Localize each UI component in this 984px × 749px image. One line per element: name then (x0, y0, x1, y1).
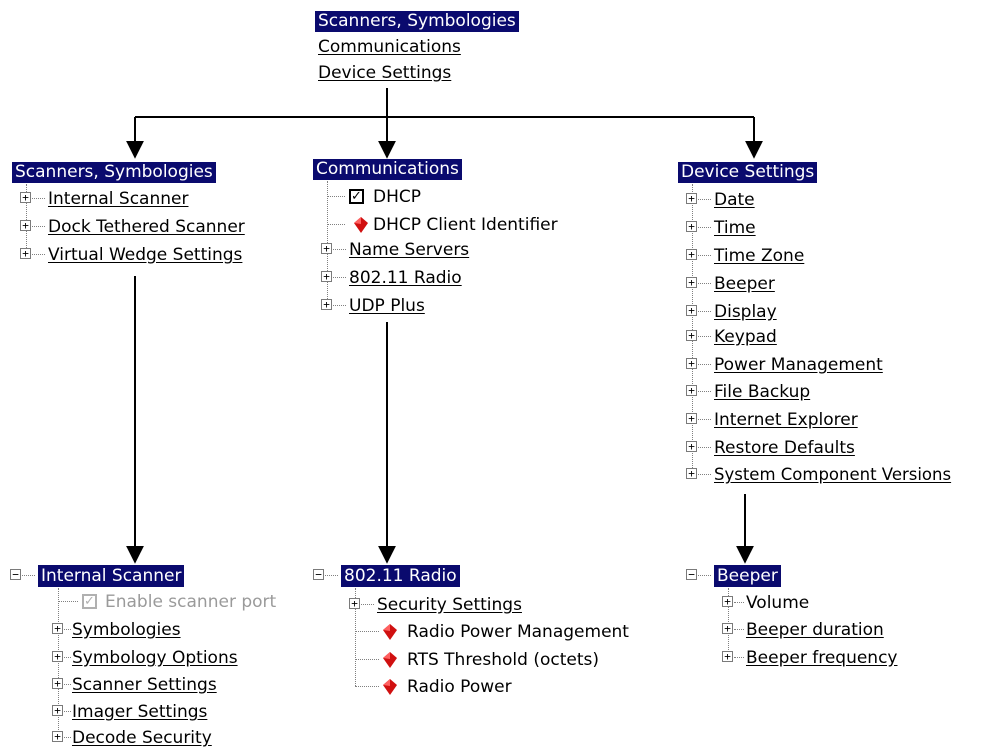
tree-item-label[interactable]: Decode Security (72, 728, 212, 748)
red-gem-icon (383, 679, 397, 695)
tree-item-label[interactable]: Power Management (714, 355, 883, 375)
plus-box-icon[interactable]: + (321, 299, 332, 310)
tree-line (327, 181, 328, 303)
tree-item-label[interactable]: Beeper duration (746, 620, 884, 640)
tree-item-label[interactable]: Beeper (714, 274, 775, 294)
tree-item-label: Radio Power (407, 677, 512, 697)
plus-box-icon[interactable]: + (686, 358, 697, 369)
plus-box-icon[interactable]: + (321, 271, 332, 282)
tree-item-label[interactable]: Restore Defaults (714, 438, 855, 458)
plus-box-icon[interactable]: + (686, 330, 697, 341)
plus-box-icon[interactable]: + (52, 651, 63, 662)
tree-item-label[interactable]: Time Zone (714, 246, 805, 266)
minus-box-icon[interactable]: − (10, 569, 21, 580)
plus-box-icon[interactable]: + (686, 441, 697, 452)
tree-item-label[interactable]: Keypad (714, 327, 777, 347)
tree-item-label: RTS Threshold (octets) (407, 650, 599, 670)
tree-item-label[interactable]: Beeper frequency (746, 648, 898, 668)
tree-item-label[interactable]: Dock Tethered Scanner (48, 217, 245, 237)
tree-item-label[interactable]: UDP Plus (349, 296, 425, 316)
checkbox-icon[interactable]: ✓ (349, 189, 364, 204)
col1-header[interactable]: Scanners, Symbologies (12, 162, 216, 183)
tree-item-label[interactable]: Symbologies (72, 620, 181, 640)
tree-item-label[interactable]: Beeper (714, 565, 781, 587)
plus-box-icon[interactable]: + (722, 623, 733, 634)
col2-header[interactable]: Communications (313, 159, 462, 180)
plus-box-icon[interactable]: + (20, 220, 31, 231)
tree-item-label[interactable]: Internal Scanner (38, 565, 185, 587)
col3-header[interactable]: Device Settings (678, 162, 818, 183)
plus-box-icon[interactable]: + (722, 596, 733, 607)
tree-item-label[interactable]: Date (714, 190, 755, 210)
top-device-settings-link[interactable]: Device Settings (318, 63, 452, 83)
plus-box-icon[interactable]: + (686, 249, 697, 260)
plus-box-icon[interactable]: + (686, 413, 697, 424)
plus-box-icon[interactable]: + (20, 192, 31, 203)
red-gem-icon (383, 624, 397, 640)
tree-item-label: Radio Power Management (407, 622, 629, 642)
tree-item-label[interactable]: 802.11 Radio (349, 268, 462, 288)
tree-item-label[interactable]: Security Settings (377, 595, 522, 615)
top-communications-link[interactable]: Communications (318, 37, 461, 57)
tree-item-label: DHCP Client Identifier (373, 215, 558, 235)
plus-box-icon[interactable]: + (20, 248, 31, 259)
plus-box-icon[interactable]: + (52, 678, 63, 689)
plus-box-icon[interactable]: + (52, 623, 63, 634)
plus-box-icon[interactable]: + (686, 305, 697, 316)
plus-box-icon[interactable]: + (686, 221, 697, 232)
plus-box-icon[interactable]: + (686, 468, 697, 479)
tree-item-label[interactable]: Internet Explorer (714, 410, 858, 430)
plus-box-icon[interactable]: + (686, 193, 697, 204)
tree-item-label[interactable]: Scanner Settings (72, 675, 217, 695)
tree-item-label[interactable]: Virtual Wedge Settings (48, 245, 243, 265)
plus-box-icon[interactable]: + (686, 385, 697, 396)
tree-item-label[interactable]: Internal Scanner (48, 189, 189, 209)
tree-line (728, 588, 729, 654)
tree-item-label[interactable]: Time (714, 218, 756, 238)
plus-box-icon[interactable]: + (722, 651, 733, 662)
plus-box-icon[interactable]: + (52, 731, 63, 742)
plus-box-icon[interactable]: + (52, 705, 63, 716)
tree-item-label: Enable scanner port (105, 592, 277, 612)
tree-item-label[interactable]: File Backup (714, 382, 811, 402)
red-gem-icon (383, 652, 397, 668)
red-gem-icon (354, 217, 368, 233)
tree-item-label[interactable]: System Component Versions (714, 465, 952, 484)
plus-box-icon[interactable]: + (349, 598, 360, 609)
tree-item-label[interactable]: Name Servers (349, 240, 470, 260)
tree-line (355, 588, 356, 686)
minus-box-icon[interactable]: − (686, 569, 697, 580)
tree-item-label[interactable]: Volume (746, 593, 810, 613)
tree-item-label[interactable]: 802.11 Radio (341, 565, 460, 587)
tree-item-label[interactable]: Imager Settings (72, 702, 208, 722)
top-scanners-symbologies-item[interactable]: Scanners, Symbologies (315, 11, 519, 32)
minus-box-icon[interactable]: − (313, 569, 324, 580)
plus-box-icon[interactable]: + (686, 277, 697, 288)
tree-item-label[interactable]: Symbology Options (72, 648, 238, 668)
tree-item-label[interactable]: Display (714, 302, 777, 322)
tree-item-label: DHCP (373, 187, 421, 207)
checkbox-icon[interactable]: ✓ (82, 594, 97, 609)
plus-box-icon[interactable]: + (321, 243, 332, 254)
